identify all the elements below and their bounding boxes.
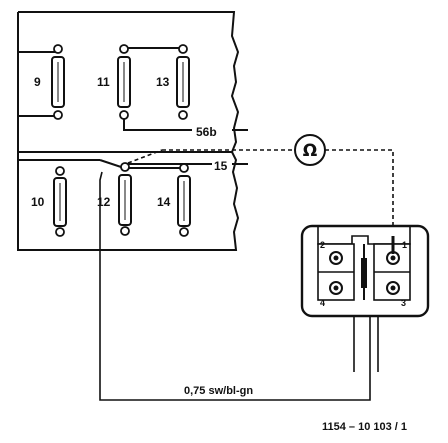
wire-56b [123, 116, 192, 131]
terminal-label-56b: 56b [196, 125, 217, 139]
fuse-label-10: 10 [31, 195, 45, 209]
measure-lead-dashed [127, 149, 163, 164]
fuse-14 [177, 163, 191, 237]
measure-lead-dashed-3 [325, 149, 394, 236]
terminal-label-15: 15 [214, 159, 228, 173]
fuse-label-9: 9 [34, 75, 41, 89]
fuse-label-12: 12 [97, 195, 111, 209]
fuse-12 [118, 162, 132, 236]
ohmmeter-symbol: Ω [303, 141, 317, 161]
connector-pin-3: 3 [401, 298, 406, 308]
wire-label: 0,75 sw/bl-gn [184, 385, 253, 397]
fuse-9 [51, 44, 65, 120]
connector-pin-4: 4 [320, 298, 325, 308]
fuse-box-outline [17, 11, 240, 153]
fuse-label-14: 14 [157, 195, 171, 209]
fuse-10 [53, 166, 67, 237]
harness-wire [99, 171, 371, 401]
fuse-11 [117, 44, 131, 120]
connector-pin-1: 1 [402, 240, 407, 250]
fuse-label-13: 13 [156, 75, 170, 89]
figure-code: 1154 – 10 103 / 1 [322, 421, 407, 433]
fuse-box-lower-outline [17, 151, 240, 251]
fuse-label-11: 11 [97, 75, 110, 89]
connector [300, 224, 430, 318]
connector-pin-2: 2 [320, 240, 325, 250]
fuse-13 [176, 44, 190, 120]
